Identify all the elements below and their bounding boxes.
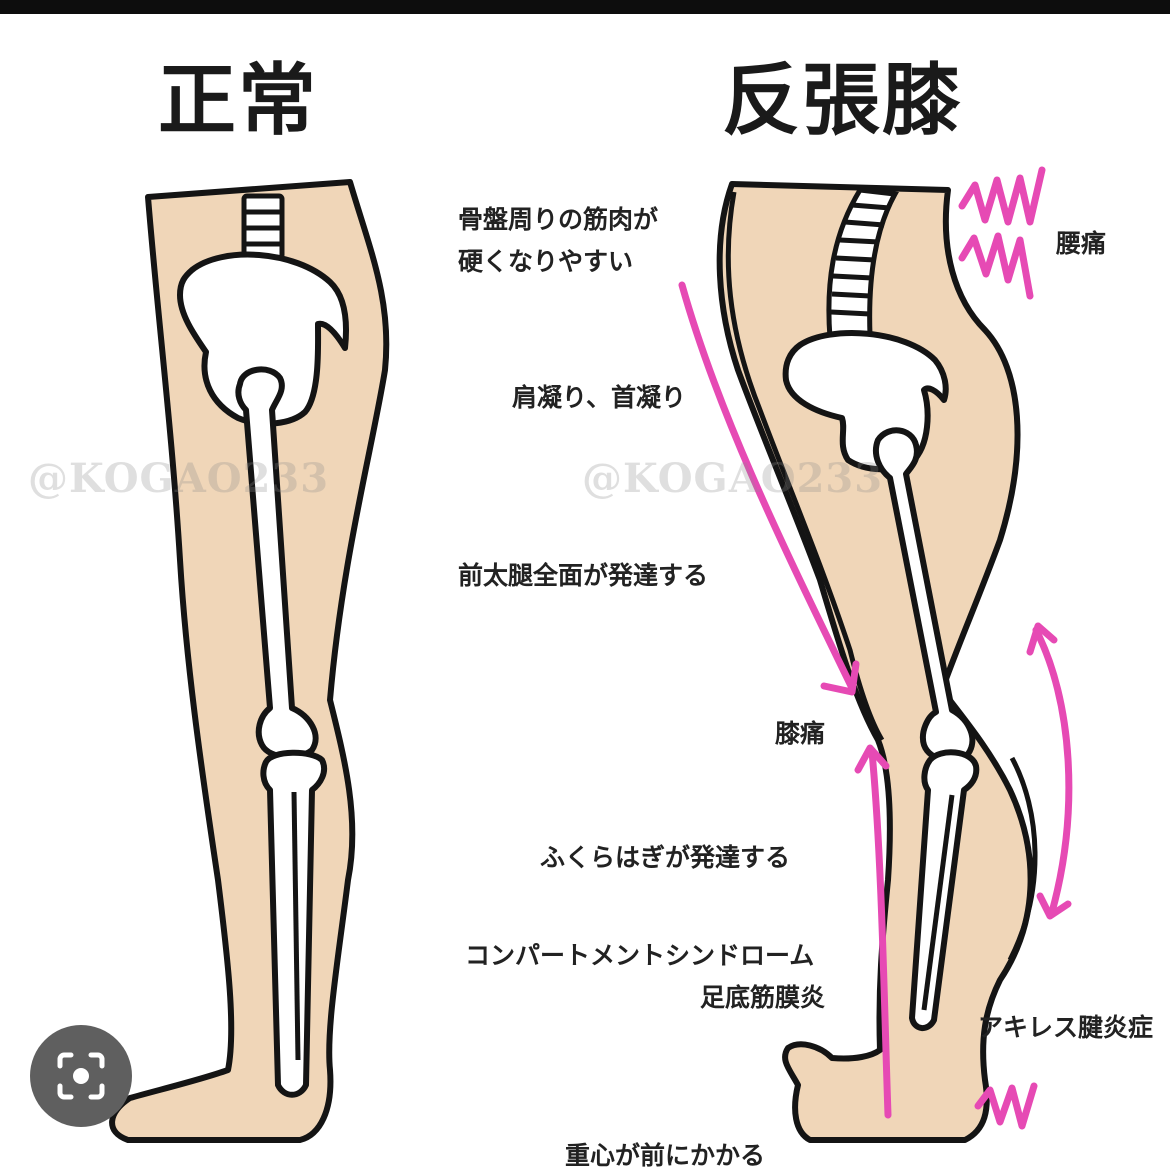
label-plantar: 足底筋膜炎: [700, 983, 826, 1012]
normal-spine: [241, 193, 285, 261]
title-normal: 正常: [158, 55, 319, 146]
normal-pelvis: [177, 251, 350, 427]
normal-leg-skin: [109, 179, 390, 1143]
hyper-leg-skin: [716, 181, 1034, 1143]
hyper-leg: [716, 181, 1034, 1143]
normal-fibula: [291, 791, 301, 1061]
zigzag-heel: [974, 1082, 1038, 1130]
arrow-shin: [868, 748, 892, 1119]
label-bottom-cut: 重心が前にかかる: [565, 1141, 766, 1170]
label-shoulder: 肩凝り、首凝り: [512, 383, 687, 412]
accent-marks: [678, 166, 1073, 1130]
hyper-calf-line: [1007, 756, 1038, 962]
normal-femur: [235, 366, 319, 760]
arrow-thigh: [678, 281, 856, 692]
title-hyperextension: 反張膝: [722, 55, 963, 146]
arrow-calf-head-top: [1026, 622, 1058, 656]
watermark-right: @KOGAO233: [582, 455, 884, 502]
arrow-calf: [1032, 626, 1073, 916]
label-knee-pain: 膝痛: [775, 719, 826, 748]
watermark-left: @KOGAO233: [28, 455, 330, 502]
zigzag-back-1: [958, 166, 1046, 226]
hyper-back-line: [725, 191, 885, 742]
normal-leg: [109, 179, 390, 1143]
zigzag-back-2: [958, 232, 1034, 300]
label-pelvis-1: 骨盤周りの筋肉が: [458, 205, 659, 234]
label-back-pain: 腰痛: [1056, 229, 1107, 258]
arrow-shin-head: [854, 744, 890, 774]
label-compartment: コンパートメントシンドローム: [465, 941, 815, 970]
label-calf: ふくらはぎが発達する: [540, 843, 791, 872]
hyper-tibia: [909, 749, 980, 1031]
label-thigh: 前太腿全面が発達する: [458, 561, 709, 590]
label-achilles: アキレス腱炎症: [978, 1013, 1154, 1042]
label-pelvis-2: 硬くなりやすい: [458, 247, 634, 276]
top-bar: [0, 0, 1170, 14]
arrow-thigh-head: [820, 660, 860, 696]
lens-search-icon: [57, 1052, 105, 1100]
lens-button[interactable]: [30, 1025, 132, 1127]
arrow-calf-head-bot: [1036, 892, 1072, 920]
hyper-fibula: [921, 794, 955, 1011]
